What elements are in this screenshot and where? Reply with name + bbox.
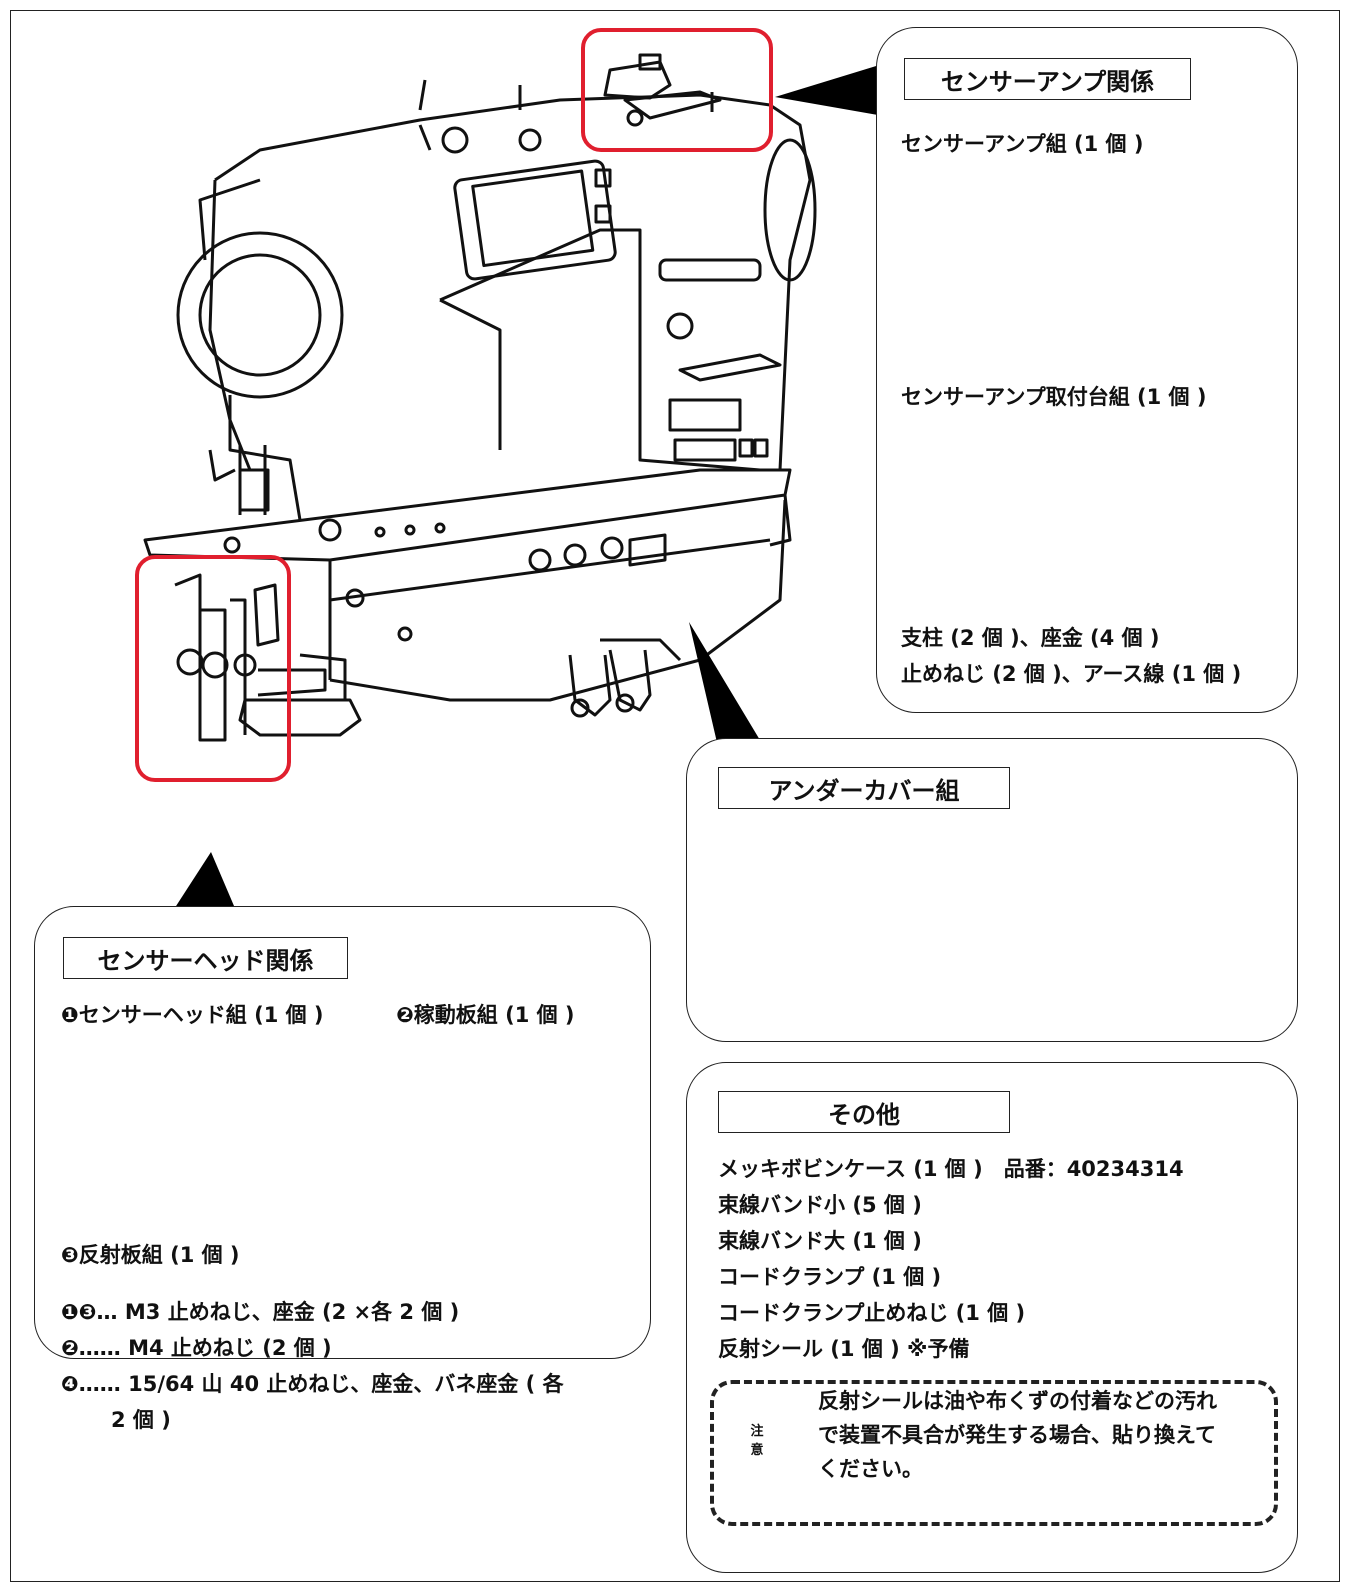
other-panel <box>686 1062 1298 1573</box>
sensor-head-part2: ❷稼動板組 (1 個 ) <box>396 1003 575 1027</box>
sensor-head-screw1: ❶❸… M3 止めねじ、座金 (2 ×各 2 個 ) <box>61 1300 460 1324</box>
sensor-head-panel <box>34 906 651 1359</box>
caution-line: 反射シールは油や布くずの付着などの汚れ <box>818 1389 1217 1413</box>
sewing-machine-drawing <box>143 53 817 742</box>
under-cover-header: アンダーカバー組 <box>718 767 1010 809</box>
sensor-head-screw3: ❹…… 15/64 山 40 止めねじ、座金、バネ座金 ( 各 <box>61 1372 564 1396</box>
head-callout-pointer <box>167 852 240 920</box>
caution-text: 反射シールは油や布くずの付着などの汚れ で装置不具合が発生する場合、貼り換えて … <box>818 1384 1268 1486</box>
other-item: 束線バンド小 (5 個 ) <box>718 1193 922 1217</box>
other-item: メッキボビンケース (1 個 ) 品番：40234314 <box>718 1157 1184 1181</box>
caution-line: で装置不具合が発生する場合、貼り換えて <box>818 1423 1216 1447</box>
other-item: 束線バンド大 (1 個 ) <box>718 1229 922 1253</box>
sensor-amp-mount-item: センサーアンプ取付台組 (1 個 ) <box>901 385 1207 409</box>
caution-label: 注意 <box>750 1424 780 1458</box>
amp-highlight-box <box>581 28 773 152</box>
other-item: コードクランプ (1 個 ) <box>718 1265 942 1289</box>
page-frame <box>10 10 1340 1582</box>
caution-note <box>710 1380 1278 1526</box>
sensor-head-screw2: ❷…… M4 止めねじ (2 個 ) <box>61 1336 332 1360</box>
caution-line: ください。 <box>818 1457 923 1481</box>
other-item: コードクランプ止めねじ (1 個 ) <box>718 1301 1026 1325</box>
sensor-amp-panel <box>876 27 1298 713</box>
sensor-head-part3: ❸反射板組 (1 個 ) <box>61 1243 240 1267</box>
head-highlight-box <box>135 555 291 782</box>
sensor-amp-item: センサーアンプ組 (1 個 ) <box>901 132 1144 156</box>
sensor-amp-parts-line2: 止めねじ (2 個 )、アース線 (1 個 ) <box>901 662 1242 686</box>
sensor-amp-header: センサーアンプ関係 <box>904 58 1191 100</box>
sensor-head-part1: ❶センサーヘッド組 (1 個 ) <box>61 1003 324 1027</box>
sensor-head-screw3-cont: 2 個 ) <box>111 1408 171 1432</box>
sensor-amp-parts-line1: 支柱 (2 個 )、座金 (4 個 ) <box>901 626 1160 650</box>
sensor-head-header: センサーヘッド関係 <box>63 937 348 979</box>
other-item: 反射シール (1 個 ) ※予備 <box>718 1337 970 1361</box>
other-header: その他 <box>718 1091 1010 1133</box>
